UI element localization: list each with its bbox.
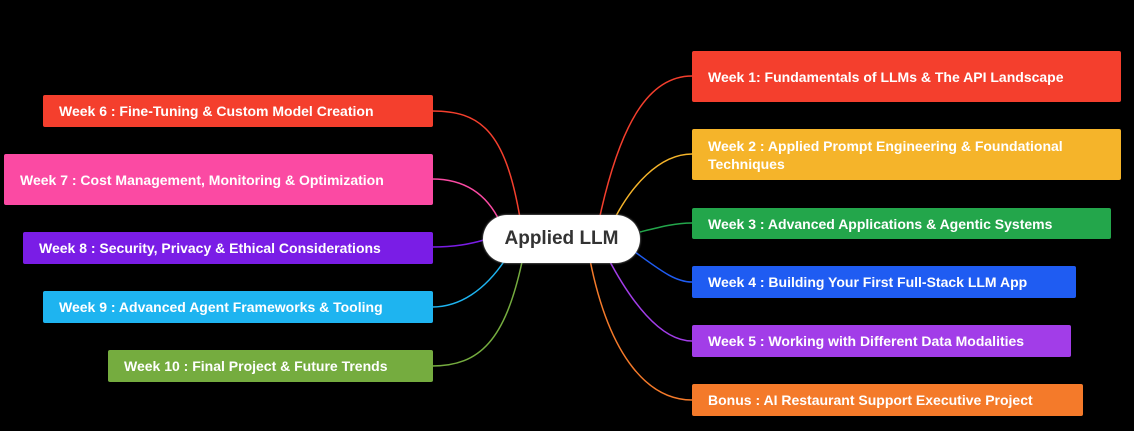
- connector-week10: [431, 261, 523, 367]
- connector-week8: [431, 239, 485, 248]
- node-week9[interactable]: Week 9 : Advanced Agent Frameworks & Too…: [43, 291, 433, 323]
- node-bonus[interactable]: Bonus : AI Restaurant Support Executive …: [692, 384, 1083, 416]
- center-label: Applied LLM: [504, 228, 619, 249]
- node-week8[interactable]: Week 8 : Security, Privacy & Ethical Con…: [23, 232, 433, 264]
- center-node[interactable]: Applied LLM: [483, 215, 640, 263]
- node-week10[interactable]: Week 10 : Final Project & Future Trends: [108, 350, 433, 382]
- connector-week1: [597, 75, 693, 226]
- connector-week2: [609, 153, 693, 229]
- node-week5[interactable]: Week 5 : Working with Different Data Mod…: [692, 325, 1071, 357]
- node-week3[interactable]: Week 3 : Advanced Applications & Agentic…: [692, 208, 1111, 239]
- node-week7[interactable]: Week 7 : Cost Management, Monitoring & O…: [4, 154, 433, 205]
- connector-bonus: [589, 259, 693, 401]
- connector-week4: [634, 251, 693, 283]
- connector-week7: [431, 178, 501, 223]
- node-week4[interactable]: Week 4 : Building Your First Full-Stack …: [692, 266, 1076, 298]
- connector-week6: [431, 110, 521, 219]
- connector-week5: [607, 257, 693, 342]
- node-week6[interactable]: Week 6 : Fine-Tuning & Custom Model Crea…: [43, 95, 433, 127]
- connector-week9: [431, 259, 506, 308]
- connector-week3: [639, 222, 693, 233]
- node-week1[interactable]: Week 1: Fundamentals of LLMs & The API L…: [692, 51, 1121, 102]
- node-week2[interactable]: Week 2 : Applied Prompt Engineering & Fo…: [692, 129, 1121, 180]
